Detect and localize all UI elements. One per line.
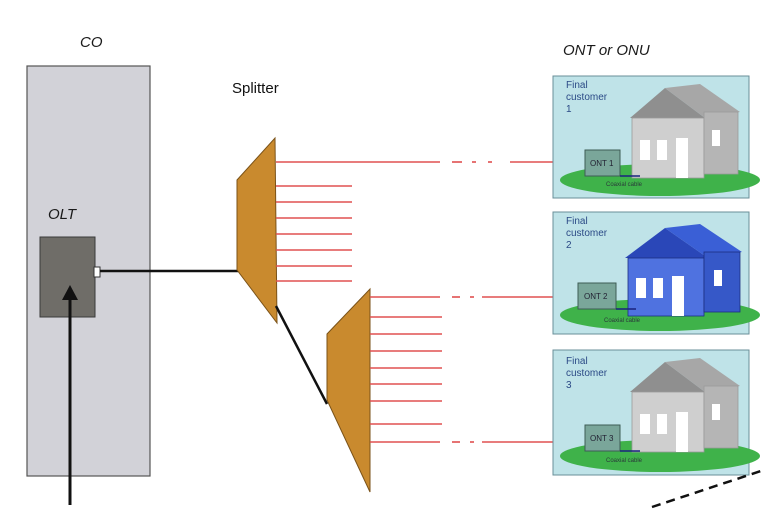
- customer-3-line1: Final: [566, 356, 588, 367]
- ont-3-box: [584, 424, 621, 452]
- ont-1-box: [584, 149, 621, 177]
- customer-1-line3: 1: [566, 104, 572, 115]
- customer-1-line1: Final: [566, 80, 588, 91]
- splitter-1-outputs: [276, 161, 440, 282]
- customer-2-label: Final customer 2: [566, 216, 607, 252]
- customer-2-line3: 2: [566, 240, 572, 251]
- customer-3-line3: 3: [566, 380, 572, 391]
- ont-1-label: ONT 1: [590, 159, 614, 168]
- customer-panel-1: [552, 75, 760, 199]
- splitter-label: Splitter: [232, 80, 279, 97]
- customer-1-line2: customer: [566, 92, 608, 103]
- splitter-1: [236, 136, 278, 325]
- olt-port: [93, 266, 101, 278]
- customer-3-label: Final customer 3: [566, 356, 607, 392]
- customer-panel-3: [552, 349, 760, 476]
- cable-3-label: Coaxial cable: [606, 458, 643, 464]
- dashed-boundary: [651, 468, 764, 509]
- splitter-2: [326, 287, 371, 493]
- customer-2-line2: customer: [566, 228, 608, 239]
- upstream-arrow-head: [62, 285, 78, 300]
- customer-1-label: Final customer 1: [566, 80, 607, 116]
- customer-panel-2: [552, 211, 760, 335]
- olt-box: [39, 236, 96, 318]
- ont-onu-title: ONT or ONU: [563, 42, 650, 59]
- customer-3-line2: customer: [566, 368, 608, 379]
- customer-2-line1: Final: [566, 216, 588, 227]
- ont-2-label: ONT 2: [584, 292, 608, 301]
- cascade-fiber: [274, 305, 329, 405]
- cable-2-label: Coaxial cable: [604, 318, 641, 324]
- cable-1-label: Coaxial cable: [606, 182, 643, 188]
- splitter-2-outputs: [370, 296, 442, 443]
- co-label: CO: [80, 34, 103, 51]
- olt-label: OLT: [48, 206, 77, 223]
- ont-2-box: [577, 282, 617, 310]
- ont-3-label: ONT 3: [590, 434, 614, 443]
